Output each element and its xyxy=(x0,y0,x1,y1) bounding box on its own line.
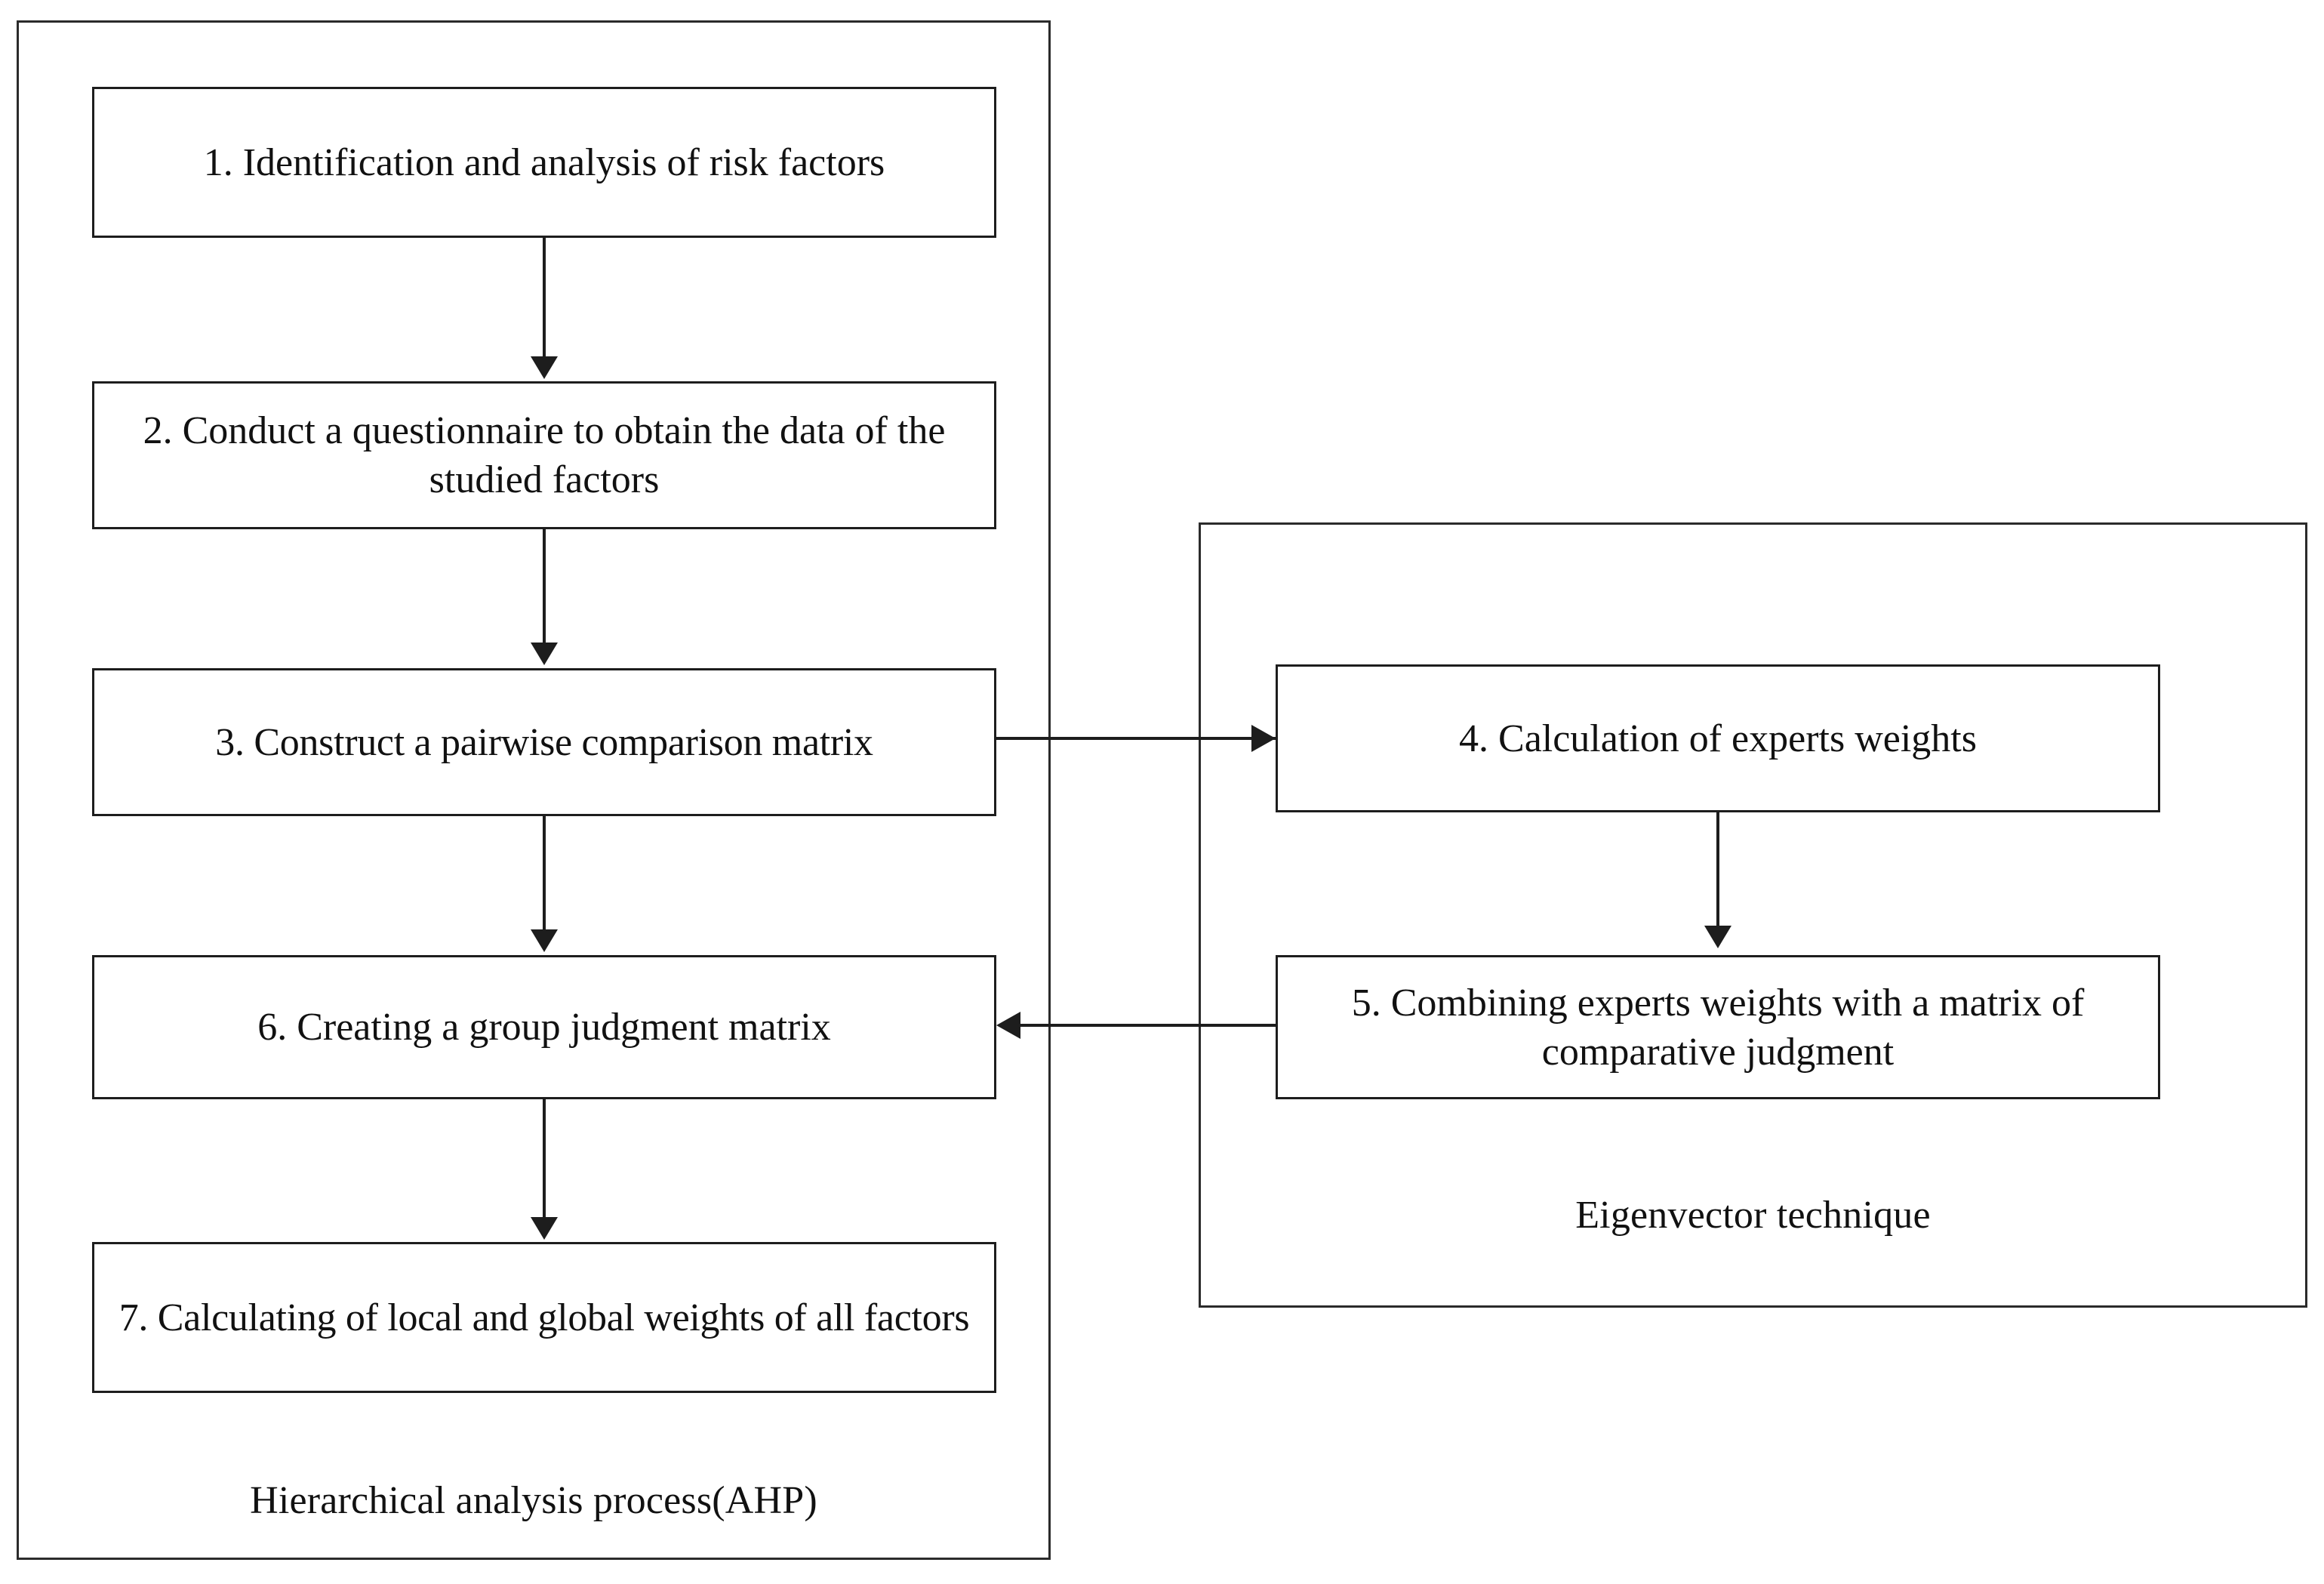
eigenvector-group-container xyxy=(1199,522,2307,1308)
connector-step3-step6-line xyxy=(543,816,546,931)
step-box-1[interactable]: 1. Identification and analysis of risk f… xyxy=(92,87,996,238)
connector-step4-step5-arrowhead xyxy=(1704,926,1731,948)
step-box-5[interactable]: 5. Combining experts weights with a matr… xyxy=(1276,955,2160,1099)
connector-step1-step2-arrowhead xyxy=(531,356,558,379)
connector-step6-step7-arrowhead xyxy=(531,1217,558,1240)
connector-step3-step4-arrowhead xyxy=(1251,725,1276,752)
connector-step4-step5-line xyxy=(1716,812,1719,927)
connector-step2-step3-arrowhead xyxy=(531,643,558,665)
step-box-6[interactable]: 6. Creating a group judgment matrix xyxy=(92,955,996,1099)
ahp-group-container xyxy=(17,20,1051,1560)
step-box-5-label: 5. Combining experts weights with a matr… xyxy=(1351,981,2085,1074)
connector-step3-step6-arrowhead xyxy=(531,929,558,952)
step-box-2[interactable]: 2. Conduct a questionnaire to obtain the… xyxy=(92,381,996,529)
connector-step3-step4-line xyxy=(995,737,1280,740)
step-box-4[interactable]: 4. Calculation of experts weights xyxy=(1276,664,2160,812)
step-box-3-label: 3. Construct a pairwise comparison matri… xyxy=(215,720,873,764)
eigenvector-group-caption: Eigenvector technique xyxy=(1575,1194,1931,1237)
ahp-group-caption: Hierarchical analysis process(AHP) xyxy=(250,1479,817,1522)
step-box-7-label: 7. Calculating of local and global weigh… xyxy=(119,1296,970,1339)
step-box-3[interactable]: 3. Construct a pairwise comparison matri… xyxy=(92,668,996,816)
step-box-2-label: 2. Conduct a questionnaire to obtain the… xyxy=(143,409,946,501)
step-box-7[interactable]: 7. Calculating of local and global weigh… xyxy=(92,1242,996,1393)
connector-step5-step6-arrowhead xyxy=(996,1012,1020,1039)
connector-step2-step3-line xyxy=(543,529,546,644)
connector-step1-step2-line xyxy=(543,238,546,359)
step-box-6-label: 6. Creating a group judgment matrix xyxy=(257,1006,831,1049)
connector-step5-step6-line xyxy=(1020,1024,1277,1027)
step-box-4-label: 4. Calculation of experts weights xyxy=(1459,716,1977,760)
step-box-1-label: 1. Identification and analysis of risk f… xyxy=(203,140,885,184)
connector-step6-step7-line xyxy=(543,1099,546,1219)
